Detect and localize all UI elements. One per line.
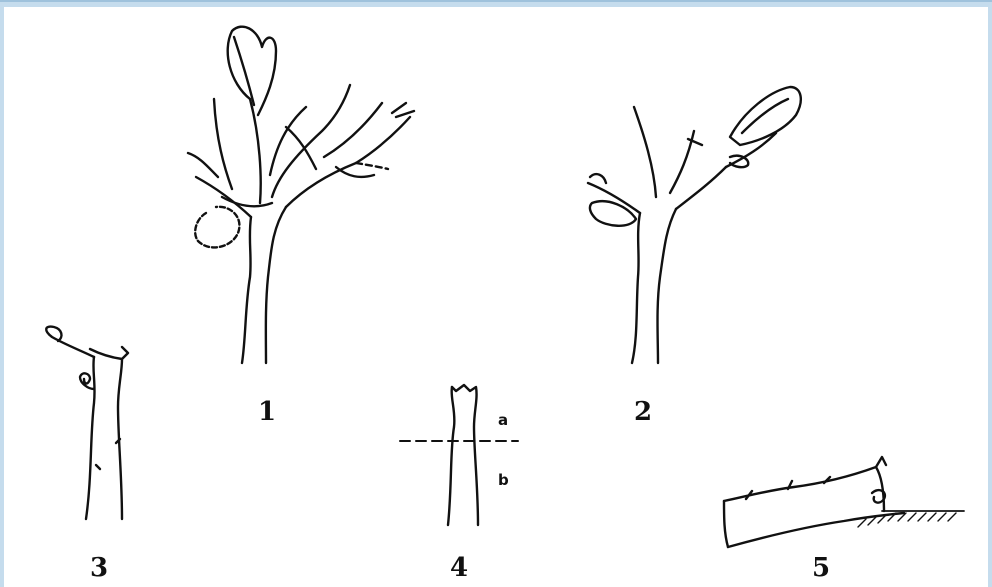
- cut-mark-a: a: [498, 413, 508, 428]
- figure-label-5: 5: [812, 555, 830, 581]
- figure-label-3: 3: [90, 555, 108, 581]
- shoot-figure-5: [724, 457, 964, 547]
- tree-figure-2: [588, 87, 801, 363]
- pruning-illustration: [4, 7, 988, 587]
- tree-figure-1: [188, 27, 414, 363]
- stem-figure-3: [46, 327, 128, 519]
- figure-label-2: 2: [634, 399, 652, 425]
- figure-label-1: 1: [258, 399, 276, 425]
- cut-mark-b: b: [498, 473, 509, 488]
- stem-figure-4: [400, 385, 518, 525]
- figure-label-4: 4: [450, 555, 468, 581]
